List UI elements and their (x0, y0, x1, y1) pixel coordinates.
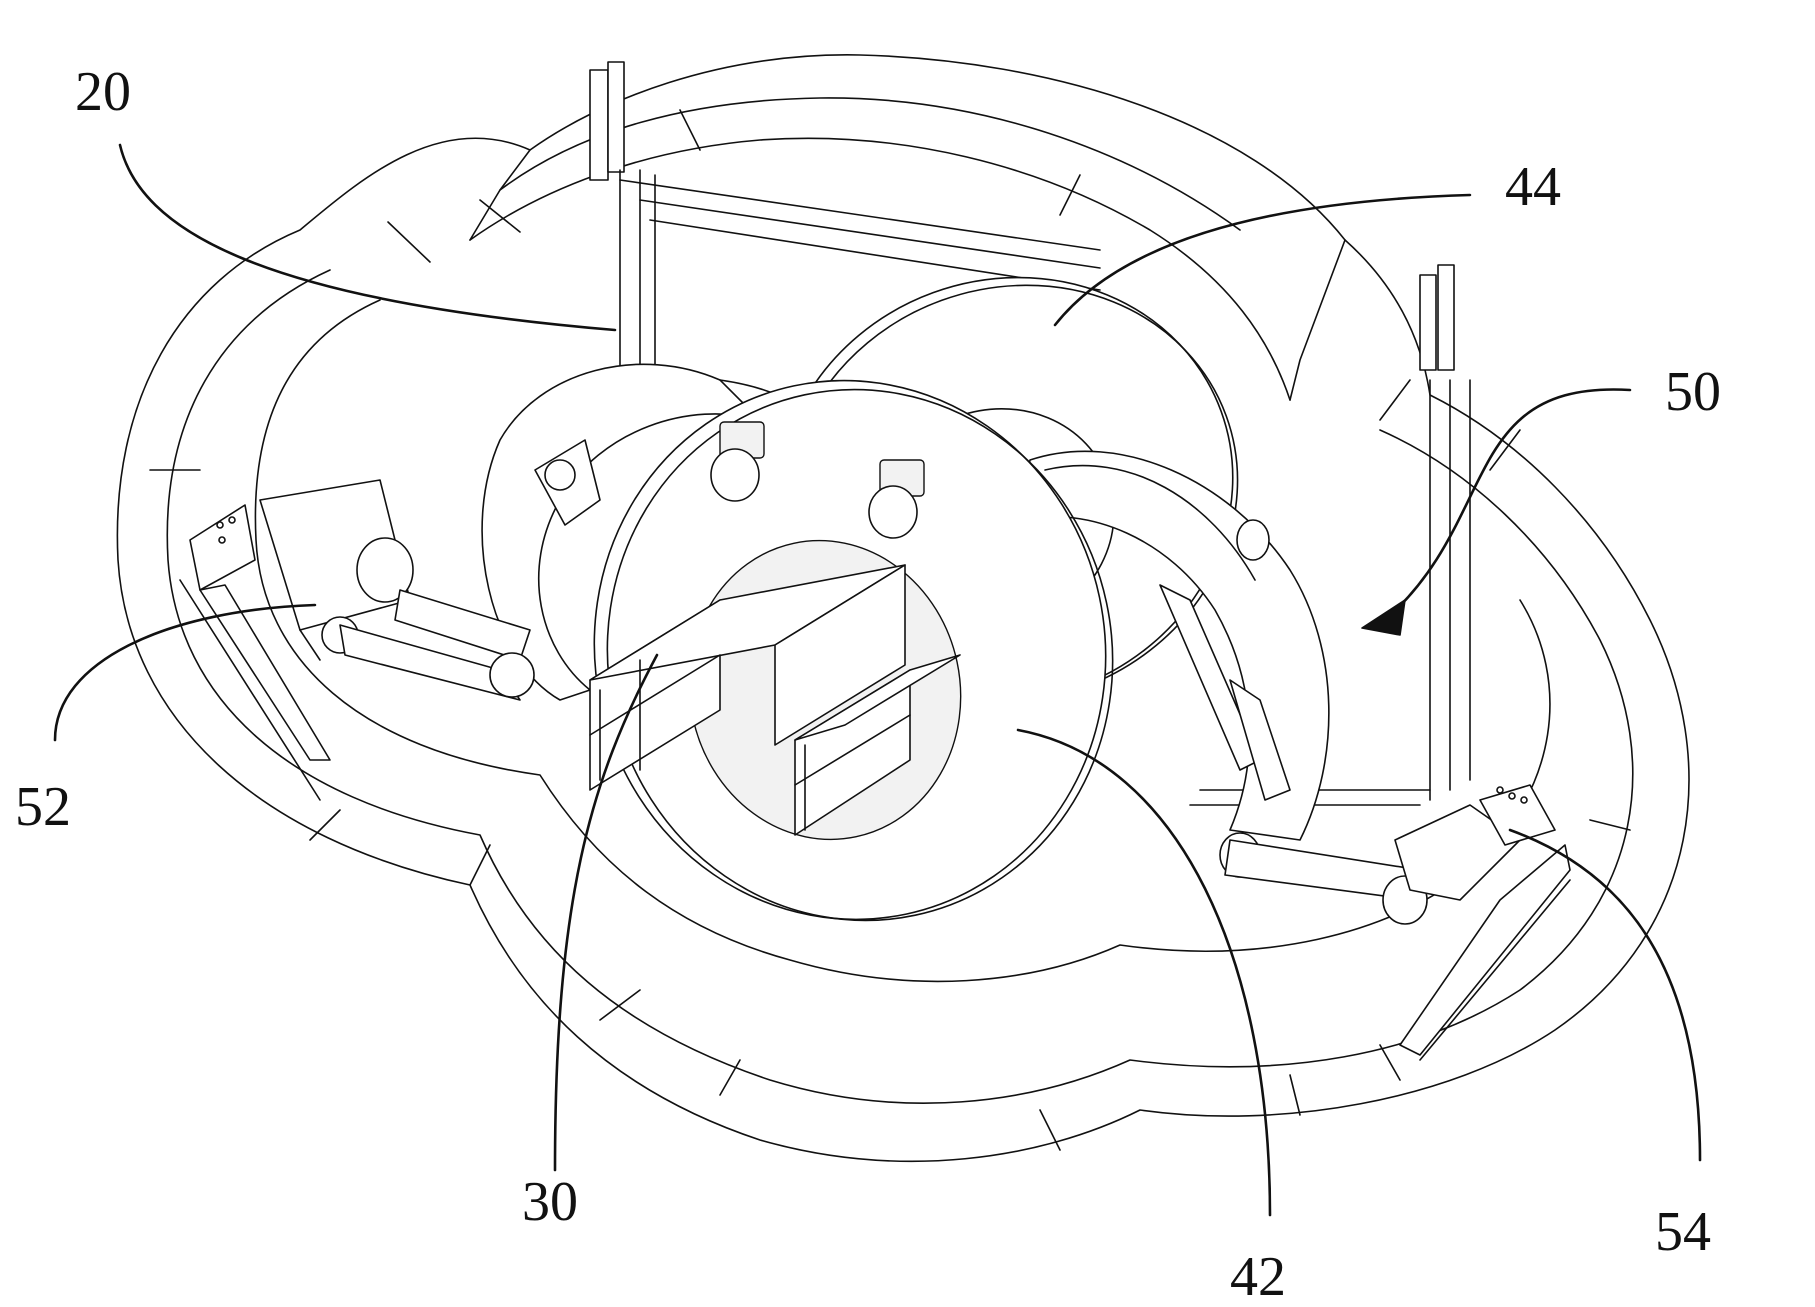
right-mechanism (1160, 585, 1570, 1060)
label-30: 30 (522, 1171, 578, 1233)
label-44: 44 (1505, 156, 1561, 218)
label-20: 20 (75, 61, 131, 123)
label-42: 42 (1230, 1246, 1286, 1307)
label-52: 52 (15, 776, 71, 838)
label-54: 54 (1655, 1201, 1711, 1263)
leader-50 (1385, 389, 1630, 620)
leader-20 (120, 145, 615, 330)
label-50: 50 (1665, 361, 1721, 423)
left-mechanism (180, 480, 534, 800)
arrowhead-50 (1362, 600, 1405, 635)
